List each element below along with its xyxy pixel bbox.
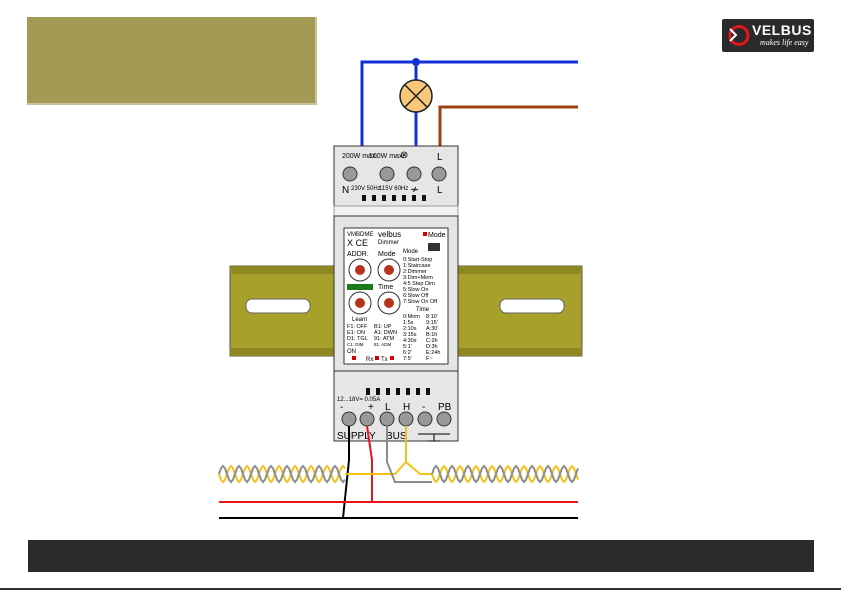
svg-text:A1: DWN: A1: DWN: [374, 330, 397, 336]
svg-text:0:Mom: 0:Mom: [403, 314, 420, 320]
svg-text:1:5s: 1:5s: [403, 320, 414, 326]
bottom-terminals: [341, 411, 452, 427]
svg-text:4:30s: 4:30s: [403, 338, 417, 344]
learn-label: Learn: [352, 317, 367, 323]
l-label-bottom: L: [437, 185, 443, 196]
svg-text:2:10s: 2:10s: [403, 326, 417, 332]
pb-minus-label: -: [422, 402, 425, 413]
time-list-title: Time: [416, 307, 430, 313]
logo-wordmark: VELBUS: [752, 22, 812, 38]
rx-label: Rx: [366, 357, 373, 363]
lamp-icon: [399, 79, 433, 113]
mode-list: 0:Start-Stop 1:Staircase 2:Dimmer 3:Dim+…: [403, 257, 438, 305]
logo-tagline: makes life easy: [760, 38, 809, 47]
time-list: 0:Mom 1:5s 2:10s 3:15s 4:30s 5:1' 6:2' 7…: [403, 314, 440, 362]
svg-text:F1: OFF: F1: OFF: [347, 324, 368, 330]
vent-slots-top: [362, 195, 426, 201]
watt-spec: 200W max.: [342, 153, 377, 160]
svg-text:91: ATM: 91: ATM: [374, 336, 394, 342]
type-label: Dimmer: [378, 240, 399, 246]
supply-label: SUPPLY: [337, 431, 376, 442]
tx-led: [390, 356, 394, 360]
bus-wire-l: [218, 464, 579, 484]
mains-n-label: N: [342, 185, 349, 196]
mode-list-title: Mode: [403, 249, 419, 255]
supply-spec: 12...18V= 0.05A: [337, 397, 380, 403]
svg-text:B1: UP: B1: UP: [374, 324, 392, 330]
model-label: VMBDME: [347, 232, 373, 238]
rail-slot: [245, 298, 311, 314]
vent-slots-bottom: [366, 388, 430, 395]
learn-list: F1: OFF E1: ON D1: TGL C1: DIM B1: UP A1…: [347, 324, 397, 347]
addr-label-strip: [347, 284, 373, 290]
ce-mark: X CE: [347, 238, 368, 248]
pb-label: PB: [438, 402, 452, 413]
svg-text:5:1': 5:1': [403, 344, 412, 350]
bus-wires: [218, 425, 579, 519]
lamp-symbol: ⊗: [400, 150, 408, 161]
svg-text:8:10': 8:10': [426, 314, 438, 320]
svg-text:6:Slow Off: 6:Slow Off: [403, 293, 429, 299]
time-dial-label: Time: [378, 284, 393, 291]
svg-text:7:5': 7:5': [403, 356, 412, 362]
dimmer-symbol: ≁: [410, 184, 419, 196]
svg-text:2:Dimmer: 2:Dimmer: [403, 269, 427, 275]
supply-plus: +: [368, 402, 374, 413]
tx-label: Tx: [381, 357, 388, 363]
mode-dial-label: Mode: [378, 251, 396, 258]
bus-wire-h: [218, 461, 579, 484]
rx-led: [375, 356, 379, 360]
svg-text:3:15s: 3:15s: [403, 332, 417, 338]
dimmer-module: 200W max. 100W max. ⊗ L N 230V 50Hz 115V…: [333, 145, 459, 442]
supply-minus: -: [340, 402, 343, 413]
svg-text:A:30': A:30': [426, 326, 438, 332]
svg-text:81: ADM: 81: ADM: [374, 342, 392, 347]
load-spec: 100W max.: [369, 153, 404, 160]
svg-text:0:Start-Stop: 0:Start-Stop: [403, 257, 432, 263]
top-terminals: [342, 166, 447, 182]
rotary-dials: [348, 258, 401, 315]
mains-spec: 230V 50Hz: [351, 186, 381, 192]
bus-l-label: L: [385, 402, 391, 413]
brand-label: velbus: [378, 230, 401, 239]
svg-text:9:15': 9:15': [426, 320, 438, 326]
mains-wires: [360, 58, 578, 148]
velbus-logo-icon: [728, 25, 750, 46]
on-label: ON: [347, 349, 356, 355]
bus-h-label: H: [403, 402, 410, 413]
svg-text:1:Staircase: 1:Staircase: [403, 263, 431, 269]
svg-text:D:3h: D:3h: [426, 344, 438, 350]
svg-text:E1: ON: E1: ON: [347, 330, 365, 336]
status-led: [352, 356, 356, 360]
svg-text:C:2h: C:2h: [426, 338, 438, 344]
title-placeholder-box: [27, 17, 317, 105]
svg-text:B:1h: B:1h: [426, 332, 437, 338]
mode-indicator-label: Mode: [428, 232, 446, 239]
svg-text:4:5 Step Dim: 4:5 Step Dim: [403, 281, 435, 287]
svg-text:5:Slow On: 5:Slow On: [403, 287, 428, 293]
bus-label: BUS: [386, 431, 407, 442]
mode-icon: [428, 243, 440, 251]
n-spec: 115V 60Hz: [379, 186, 408, 192]
svg-text:F:-: F:-: [426, 356, 433, 362]
bottom-caption-bar: [28, 540, 814, 572]
addr-label: ADDR.: [347, 251, 369, 258]
pushbutton-icon: [418, 433, 450, 442]
svg-text:7:Slow On Off: 7:Slow On Off: [403, 299, 438, 305]
l-label-top: L: [437, 152, 443, 163]
svg-text:6:2': 6:2': [403, 350, 412, 356]
rail-slot: [499, 298, 565, 314]
footer-rule: [0, 588, 841, 590]
svg-text:E:24h: E:24h: [426, 350, 440, 356]
velbus-logo: VELBUS makes life easy: [722, 19, 814, 52]
svg-text:C1: DIM: C1: DIM: [347, 342, 364, 347]
svg-text:3:Dim+Mem: 3:Dim+Mem: [403, 275, 433, 281]
svg-text:D1: TGL: D1: TGL: [347, 336, 368, 342]
